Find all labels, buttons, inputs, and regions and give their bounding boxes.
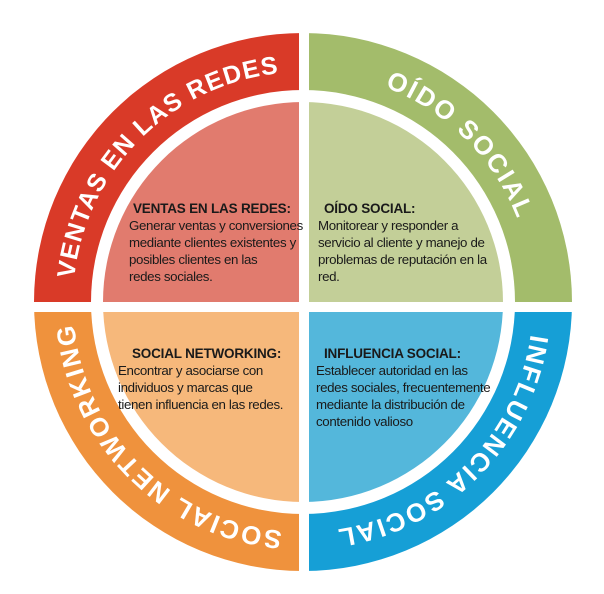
inner-quadrant-bottom-right — [303, 302, 503, 502]
quadrant-body: Monitorear y responder a servicio al cli… — [318, 218, 487, 284]
inner-quadrant-top-right — [303, 102, 503, 302]
quadrant-heading: INFLUENCIA SOCIAL: — [324, 346, 461, 361]
inner-quadrant-top-left — [103, 102, 303, 302]
quadrant-body: Generar ventas y conversiones mediante c… — [129, 218, 303, 284]
quadrant-body: Encontrar y asociarse con individuos y m… — [118, 363, 284, 412]
quadrant-heading: VENTAS EN LAS REDES: — [133, 201, 291, 216]
inner-quadrant-bottom-left — [103, 302, 303, 502]
horizontal-divider — [0, 302, 604, 312]
vertical-divider — [299, 0, 309, 594]
quadrant-body: Establecer autoridad en las redes social… — [316, 363, 491, 429]
quadrant-text-influencia: INFLUENCIA SOCIAL: Establecer autoridad … — [316, 345, 491, 430]
quadrant-heading: OÍDO SOCIAL: — [324, 201, 416, 216]
quadrant-text-oido: OÍDO SOCIAL: Monitorear y responder a se… — [318, 200, 487, 285]
quadrant-text-ventas: VENTAS EN LAS REDES: Generar ventas y co… — [129, 200, 303, 285]
quadrant-text-networking: SOCIAL NETWORKING: Encontrar y asociarse… — [118, 345, 283, 413]
quadrant-heading: SOCIAL NETWORKING: — [132, 346, 282, 361]
